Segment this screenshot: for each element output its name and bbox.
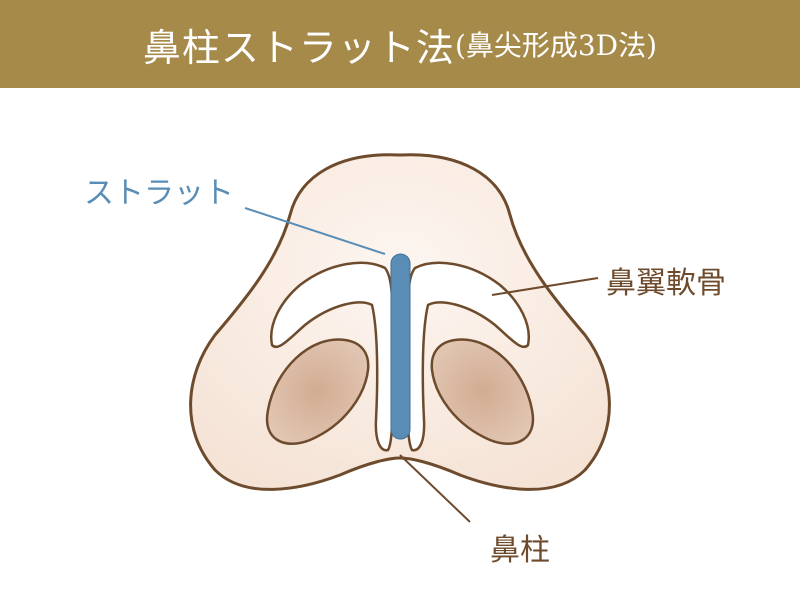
strut-leader-line xyxy=(244,207,386,255)
left-nostril xyxy=(265,338,370,445)
page-subtitle: (鼻尖形成3D法) xyxy=(454,29,658,62)
columella-label: 鼻柱 xyxy=(490,533,550,568)
alar-leader-line xyxy=(491,277,599,296)
columella-leader-line xyxy=(399,454,471,523)
strut-graft xyxy=(390,253,411,440)
strut-label: ストラット xyxy=(84,176,234,211)
alar-cartilage-label: 鼻翼軟骨 xyxy=(606,266,726,301)
right-nostril xyxy=(430,338,535,445)
page-title: 鼻柱ストラット法 xyxy=(142,25,455,70)
title-banner: 鼻柱ストラット法 (鼻尖形成3D法) xyxy=(0,0,800,88)
